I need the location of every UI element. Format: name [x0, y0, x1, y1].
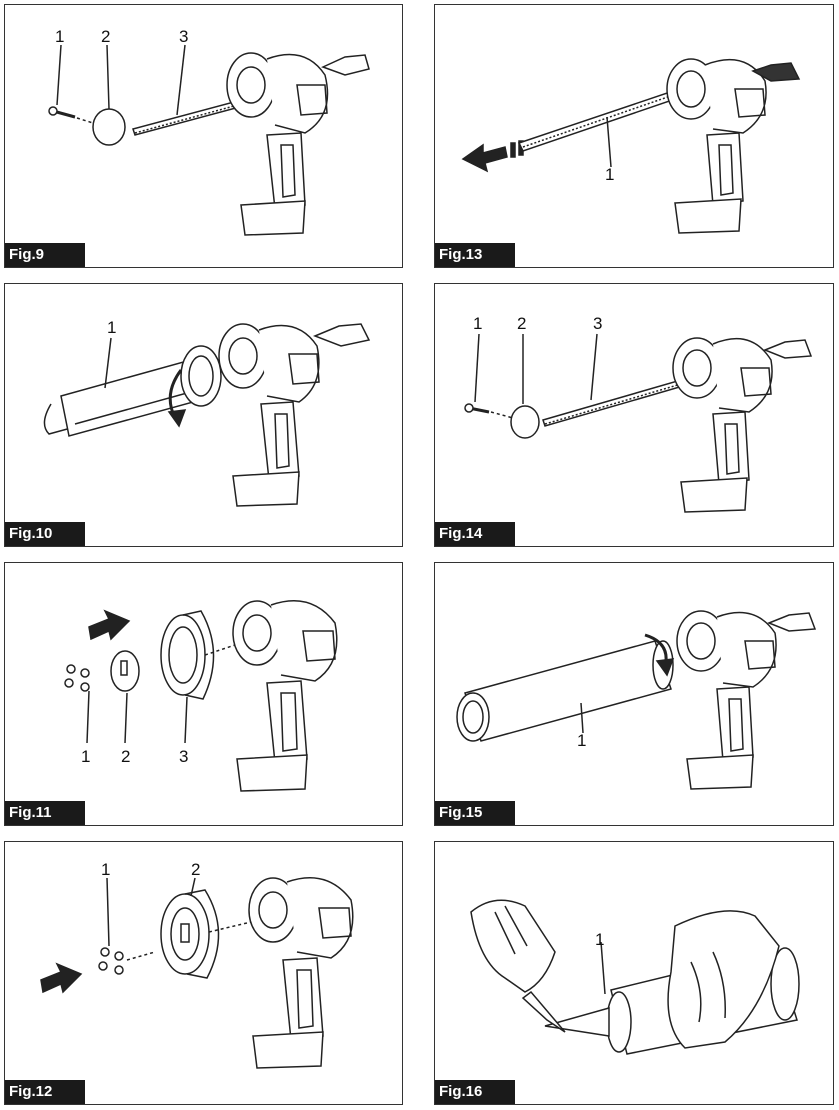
- callout-number: 1: [55, 27, 65, 46]
- callout-number: 1: [473, 314, 483, 333]
- caulking-gun-illustration: [40, 877, 354, 1069]
- figure-label: Fig.13: [435, 243, 515, 267]
- figure-label: Fig.11: [5, 801, 85, 825]
- figure-label: Fig.9: [5, 243, 85, 267]
- figure-label: Fig.16: [435, 1080, 515, 1104]
- caulking-gun-illustration: [43, 323, 371, 507]
- hands-cutting-cartridge-illustration: [470, 899, 800, 1055]
- callout-number: 1: [595, 930, 605, 949]
- figure-panel-fig10: 1 Fig.10: [4, 283, 403, 547]
- callout-number: 2: [517, 314, 527, 333]
- caulking-gun-illustration: [456, 610, 817, 790]
- figure-label: Fig.12: [5, 1080, 85, 1104]
- figure-panel-fig16: 1 Fig.16: [434, 841, 834, 1105]
- figure-panel-fig12: 1 2 Fig.12: [4, 841, 403, 1105]
- callout-number: 1: [81, 747, 91, 766]
- callout-number: 3: [179, 27, 189, 46]
- callout-number: 1: [101, 860, 111, 879]
- callout-number: 1: [577, 731, 587, 750]
- caulking-gun-illustration: [48, 44, 370, 236]
- figure-label: Fig.15: [435, 801, 515, 825]
- figure-label: Fig.14: [435, 522, 515, 546]
- callout-number: 2: [101, 27, 111, 46]
- figure-label: Fig.10: [5, 522, 85, 546]
- figure-panel-fig14: 1 2 3 Fig.14: [434, 283, 834, 547]
- callout-number: 3: [179, 747, 189, 766]
- caulking-gun-illustration: [461, 58, 801, 234]
- caulking-gun-illustration: [64, 600, 338, 792]
- callout-number: 1: [107, 318, 117, 337]
- caulking-gun-illustration: [464, 333, 813, 513]
- figure-panel-fig15: 1 Fig.15: [434, 562, 834, 826]
- figure-panel-fig13: 1 Fig.13: [434, 4, 834, 268]
- callout-number: 2: [121, 747, 131, 766]
- callout-number: 1: [605, 165, 615, 184]
- callout-number: 2: [191, 860, 201, 879]
- figure-panel-fig9: 1 2 3 Fig.9: [4, 4, 403, 268]
- callout-number: 3: [593, 314, 603, 333]
- figure-panel-fig11: 1 2 3 Fig.11: [4, 562, 403, 826]
